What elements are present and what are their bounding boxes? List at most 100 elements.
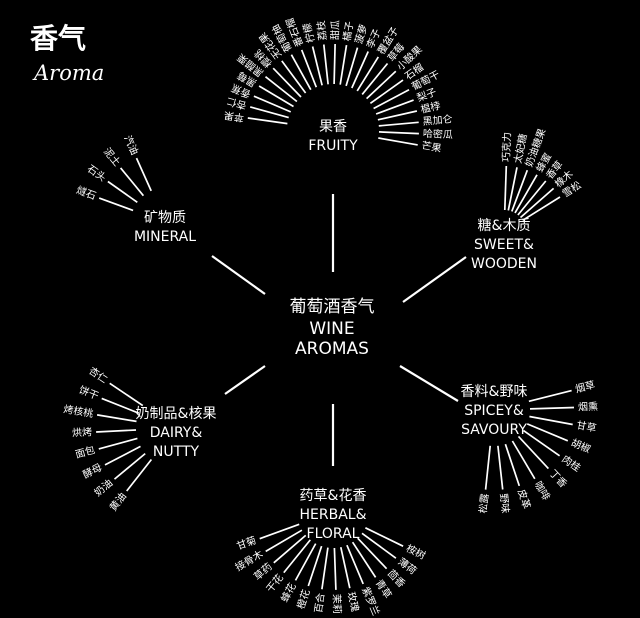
note-ray <box>357 537 388 570</box>
aroma-note-label: 烟熏 <box>578 400 598 414</box>
center-label-english-line1: WINE <box>309 319 354 339</box>
note-ray <box>507 167 518 211</box>
note-ray <box>96 429 137 433</box>
category-label-chinese: 香料&野味 <box>461 384 528 400</box>
aroma-note-label: 巧克力 <box>499 132 513 162</box>
aroma-note-label: 甜瓜 <box>328 20 341 40</box>
note-ray <box>101 397 140 414</box>
note-ray <box>104 445 141 466</box>
aroma-note-label: 茉莉 <box>330 594 344 614</box>
note-ray <box>373 88 410 110</box>
note-ray <box>272 67 302 98</box>
note-ray <box>113 452 146 480</box>
note-ray <box>361 62 389 95</box>
aroma-note-label: 石头 <box>85 163 108 184</box>
aroma-note-label: 燧石 <box>75 183 98 202</box>
aroma-note-label: 面包 <box>74 443 97 461</box>
aroma-note-label: 玫瑰 <box>345 591 362 613</box>
note-ray <box>346 544 364 585</box>
note-ray <box>339 44 348 85</box>
aroma-note-label: 野味 <box>497 493 511 514</box>
note-ray <box>265 529 303 553</box>
category-sweet-wooden: 糖&木质SWEET&WOODEN巧克力太妃糖奶油糖果蜂蜜香草橡木雪松 <box>471 127 584 272</box>
aroma-note-label: 苹果 <box>223 109 245 125</box>
aroma-note-label: 奶油 <box>92 476 116 499</box>
title-block: 香气 Aroma <box>30 22 104 85</box>
category-label-english: SPICEY& <box>464 403 524 419</box>
note-ray <box>511 440 536 480</box>
category-label-english: MINERAL <box>134 229 196 245</box>
note-ray <box>119 167 145 197</box>
note-ray <box>290 54 312 91</box>
aroma-note-label: 咖啡 <box>532 479 553 502</box>
category-fruity: 果香FRUITY苹果杏仁香蕉黑莓黑醋栗樱桃无花果葡萄柚番石榴柠檬荔枝甜瓜橘子菠萝… <box>223 16 453 155</box>
note-ray <box>96 414 137 423</box>
category-label-chinese: 奶制品&核果 <box>136 406 217 422</box>
note-ray <box>109 382 144 407</box>
note-ray <box>247 117 288 125</box>
aroma-note-label: 黑加仑 <box>422 112 453 128</box>
aroma-note-label: 饼干 <box>77 383 100 402</box>
note-ray <box>528 389 572 403</box>
note-ray <box>351 541 377 578</box>
note-ray <box>365 527 404 547</box>
note-ray <box>98 437 138 450</box>
note-ray <box>300 49 318 88</box>
note-ray <box>356 56 380 92</box>
aroma-note-label: 菠萝 <box>353 23 370 46</box>
aroma-note-label: 橘子 <box>341 20 356 42</box>
note-ray <box>519 187 555 219</box>
category-label-english: NUTTY <box>153 444 200 460</box>
note-ray <box>378 137 418 146</box>
note-ray <box>361 532 397 559</box>
aroma-note-label: 哈密瓜 <box>423 127 454 141</box>
note-ray <box>377 110 418 121</box>
category-label-english: FLORAL <box>307 526 360 542</box>
note-ray <box>529 406 575 410</box>
category-label-english: SWEET& <box>474 237 534 253</box>
aroma-note-label: 酵母 <box>81 461 104 481</box>
center-node: 葡萄酒香气 WINE AROMAS <box>290 297 375 359</box>
note-ray <box>369 79 404 104</box>
aroma-note-label: 甘菊 <box>235 533 258 552</box>
category-groups: 果香FRUITY苹果杏仁香蕉黑莓黑醋栗樱桃无花果葡萄柚番石榴柠檬荔枝甜瓜橘子菠萝… <box>63 16 599 618</box>
note-ray <box>126 458 153 492</box>
note-ray <box>339 547 351 589</box>
category-label-english: FRUITY <box>308 138 358 154</box>
note-ray <box>264 76 298 103</box>
note-ray <box>517 435 550 470</box>
note-ray <box>351 51 369 89</box>
aroma-note-label: 皮革 <box>515 487 534 510</box>
category-label-english: DAIRY& <box>150 425 203 441</box>
note-ray <box>253 95 292 113</box>
category-label-chinese: 果香 <box>319 119 347 135</box>
note-ray <box>281 60 307 94</box>
note-ray <box>258 85 294 108</box>
note-ray <box>283 539 311 574</box>
main-spoke-2 <box>402 256 467 303</box>
note-ray <box>273 534 307 564</box>
note-ray <box>514 174 538 214</box>
category-label-chinese: 药草&花香 <box>300 488 367 504</box>
note-ray <box>311 46 323 86</box>
aroma-note-label: 烤核桃 <box>63 402 95 420</box>
note-ray <box>321 547 329 590</box>
note-ray <box>378 121 419 127</box>
aroma-note-label: 烘烤 <box>72 425 93 439</box>
aroma-note-label: 肉桂 <box>559 452 583 474</box>
aroma-note-label: 橙花 <box>294 588 313 611</box>
note-ray <box>135 157 152 192</box>
title-chinese: 香气 <box>30 22 86 55</box>
note-ray <box>484 445 492 490</box>
main-spokes <box>211 194 467 466</box>
note-ray <box>497 445 504 490</box>
aroma-note-label: 胡椒 <box>569 436 592 456</box>
category-label-chinese: 矿物质 <box>144 210 186 226</box>
note-ray <box>294 543 317 581</box>
aroma-note-label: 松露 <box>476 493 491 514</box>
note-ray <box>529 415 573 426</box>
aroma-note-label: 榅桲 <box>419 99 441 116</box>
